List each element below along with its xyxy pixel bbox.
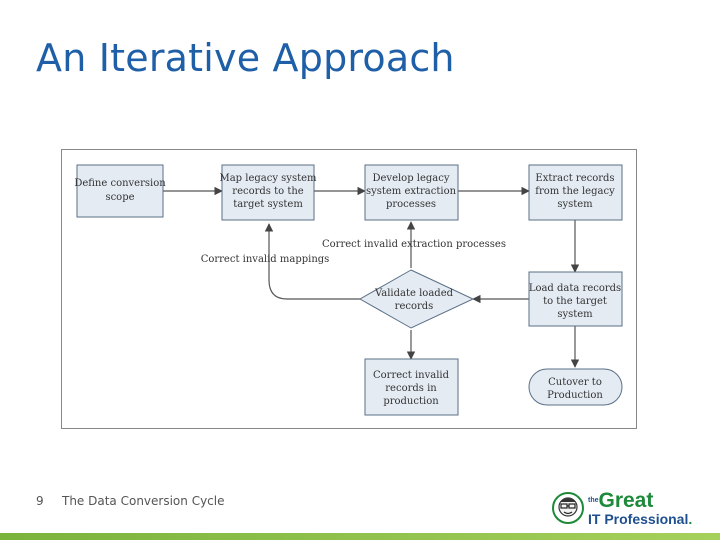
node-map-label-2: records to the — [232, 186, 303, 197]
node-correct-box — [364, 358, 459, 416]
node-develop-box — [364, 164, 459, 221]
node-develop-label-1: Develop legacy — [372, 173, 449, 184]
node-validate-label-1: Validate loaded — [374, 288, 454, 299]
edge-validate-to-map — [264, 223, 360, 300]
flowchart-svg: Define conversion scope Map legacy syste… — [62, 150, 636, 428]
logo-word-great: theGreat — [588, 490, 653, 512]
node-correct-label-3: production — [383, 396, 439, 407]
logo-line2: IT Professional — [588, 511, 689, 527]
node-correct-label-1: Correct invalid — [373, 370, 450, 381]
logo-line1: Great — [598, 489, 654, 512]
slide-caption: The Data Conversion Cycle — [62, 494, 225, 508]
node-validate-label-2: records — [395, 301, 434, 312]
great-it-professional-logo: theGreat IT Professional. — [548, 490, 698, 530]
node-load-label-3: system — [557, 309, 593, 320]
logo-face-icon — [552, 492, 584, 524]
bottom-accent-bar — [0, 533, 720, 540]
node-cutover-terminal — [528, 368, 623, 406]
node-cutover-label-2: Production — [547, 390, 603, 401]
node-define-label-1: Define conversion — [74, 178, 166, 189]
logo-word-it-professional: IT Professional. — [588, 510, 692, 528]
node-define-label-2: scope — [105, 192, 134, 203]
node-develop-label-2: system extraction — [366, 186, 457, 197]
node-load-box — [528, 271, 623, 327]
node-extract-box — [528, 164, 623, 221]
node-define-box — [76, 164, 164, 218]
logo-suffix: . — [688, 511, 693, 527]
node-map-label-1: Map legacy system — [219, 173, 317, 184]
node-validate-diamond — [358, 269, 475, 329]
logo-prefix: the — [588, 497, 599, 504]
node-extract-label-1: Extract records — [535, 173, 614, 184]
edge-label-correct-mappings: Correct invalid mappings — [201, 254, 330, 265]
node-correct-label-2: records in — [385, 383, 437, 394]
node-load-label-2: to the target — [543, 296, 607, 307]
slide-title: An Iterative Approach — [36, 36, 455, 80]
slide-number: 9 — [36, 494, 44, 508]
node-map-box — [221, 164, 315, 221]
node-load-label-1: Load data records — [529, 283, 621, 294]
node-extract-label-3: system — [557, 199, 593, 210]
edge-label-correct-extraction: Correct invalid extraction processes — [322, 239, 506, 250]
flowchart-diagram: Define conversion scope Map legacy syste… — [62, 150, 636, 428]
node-map-label-3: target system — [233, 199, 303, 210]
node-extract-label-2: from the legacy — [535, 186, 615, 197]
node-develop-label-3: processes — [386, 199, 436, 210]
node-cutover-label-1: Cutover to — [548, 377, 602, 388]
